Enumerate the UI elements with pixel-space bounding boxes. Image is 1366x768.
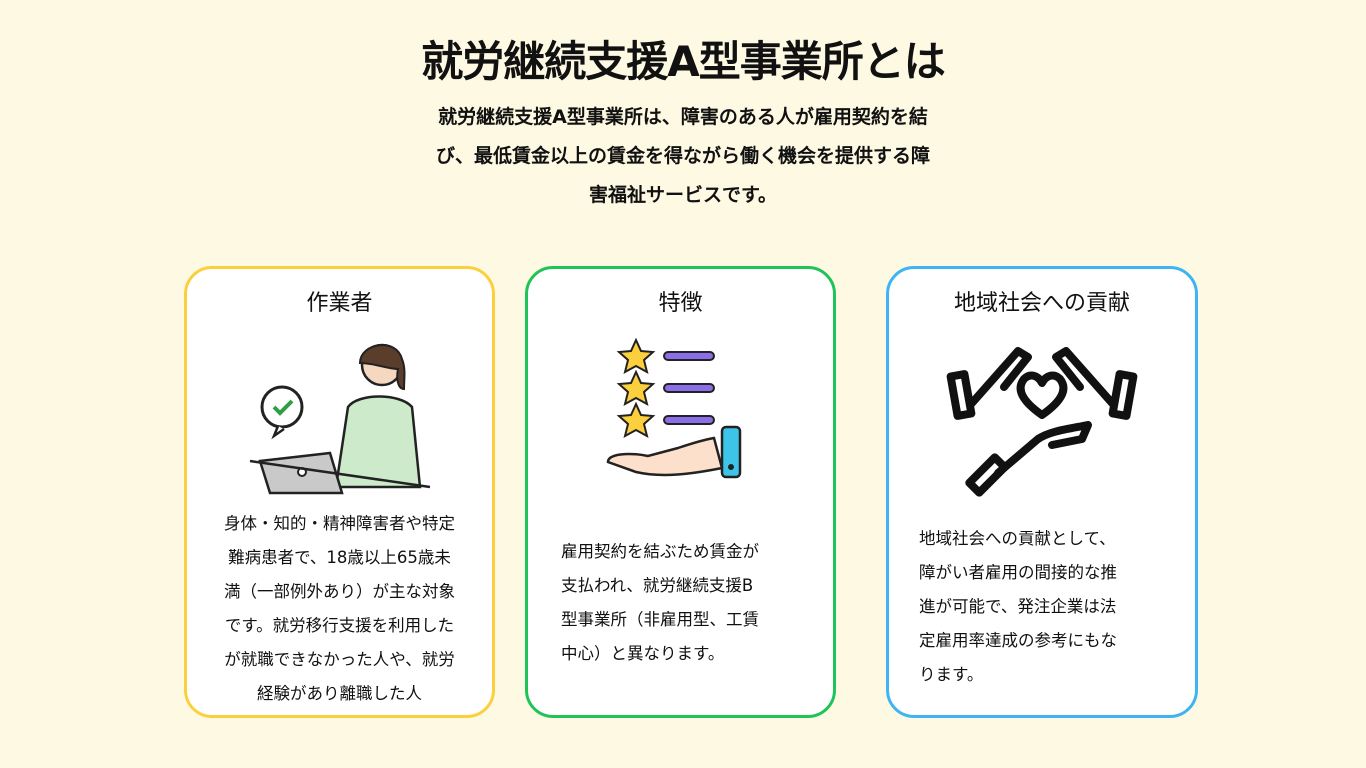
body-line: 進が可能で、発注企業は法 [919, 597, 1117, 616]
body-line: ります。 [919, 665, 984, 684]
body-line: 中心）と異なります。 [561, 644, 725, 663]
body-line: 身体・知的・精神障害者や特定 [224, 514, 455, 533]
body-line: 支払われ、就労継続支援B [561, 576, 754, 595]
card-community: 地域社会への貢献 地域社会への貢献として、 障がい者雇用の間接的な推 進が可能で… [886, 266, 1198, 718]
body-line: 難病患者で、18歳以上65歳未 [228, 548, 451, 567]
intro-line: 就労継続支援A型事業所は、障害のある人が雇用契約を結 [438, 106, 928, 128]
body-line: 地域社会への貢献として、 [919, 529, 1116, 548]
body-line: が就職できなかった人や、就労 [224, 650, 455, 669]
body-line: 雇用契約を結ぶため賃金が [561, 542, 759, 561]
card-title: 特徴 [658, 291, 703, 316]
star-icon [616, 337, 655, 438]
card-features: 特徴 雇用契約を結ぶため賃金が 支払われ、就労継続支援B 型事業所（非雇用型、工… [525, 266, 836, 718]
page-title: 就労継続支援A型事業所とは [421, 37, 946, 86]
card-worker: 作業者 身体・知的・精神障害者や特定 難病患者で、18歳以上65歳未 満（一部例… [184, 266, 495, 718]
card-title: 作業者 [306, 291, 373, 316]
hands-heart-icon [946, 347, 1138, 497]
worker-laptop-illustration [249, 343, 430, 495]
card-body: 雇用契約を結ぶため賃金が 支払われ、就労継続支援B 型事業所（非雇用型、工賃 中… [561, 535, 759, 671]
intro-text: 就労継続支援A型事業所は、障害のある人が雇用契約を結 び、最低賃金以上の賃金を得… [0, 98, 1366, 215]
body-line: 障がい者雇用の間接的な推 [919, 563, 1117, 582]
card-title: 地域社会への貢献 [953, 291, 1130, 316]
card-body: 身体・知的・精神障害者や特定 難病患者で、18歳以上65歳未 満（一部例外あり）… [187, 507, 492, 711]
body-line: 型事業所（非雇用型、工賃 [561, 610, 759, 629]
body-line: です。就労移行支援を利用した [224, 616, 455, 635]
body-line: 満（一部例外あり）が主な対象 [224, 582, 455, 601]
card-body: 地域社会への貢献として、 障がい者雇用の間接的な推 進が可能で、発注企業は法 定… [919, 522, 1117, 692]
intro-line: 害福祉サービスです。 [588, 184, 778, 206]
intro-line: び、最低賃金以上の賃金を得ながら働く機会を提供する障 [435, 145, 930, 167]
body-line: 定雇用率達成の参考にもな [919, 631, 1117, 650]
star-rating-hand-icon [606, 337, 741, 479]
body-line: 経験があり離職した人 [257, 684, 422, 703]
